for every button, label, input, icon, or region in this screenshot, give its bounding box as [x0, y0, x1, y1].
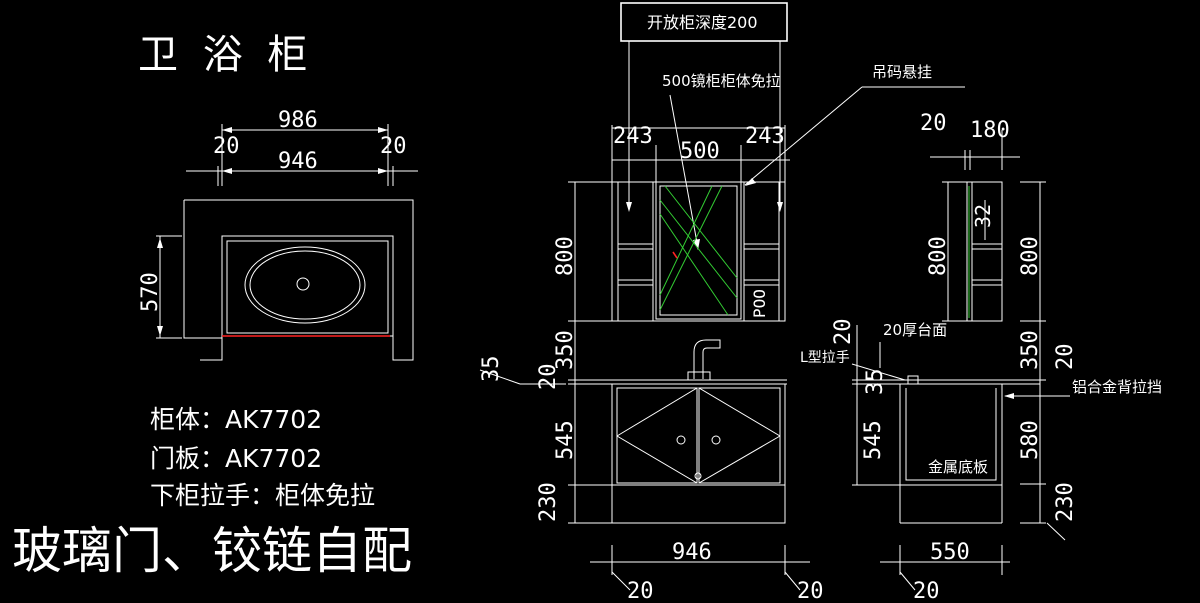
plan-dim-986: 986	[278, 108, 318, 133]
front-dim-230: 230	[536, 482, 561, 522]
label-countertop: 20厚台面	[883, 321, 947, 339]
front-elevation: 开放柜深度200 500镜柜柜体免拉 吊码悬挂 243 500 243	[479, 2, 965, 603]
side-dim-20-upper: 20	[831, 319, 856, 346]
front-dim-500: 500	[680, 139, 720, 164]
label-alu-back: 铝合金背拉挡	[1072, 378, 1162, 396]
side-dim-580: 580	[1018, 420, 1043, 460]
front-dim-545: 545	[553, 420, 578, 460]
side-dim-20-right: 20	[1053, 344, 1078, 371]
spec-cabinet-body: 柜体：AK7702	[150, 405, 322, 434]
front-dim-35: 35	[479, 356, 504, 383]
label-open-cabinet-depth: 开放柜深度200	[647, 13, 758, 32]
side-section: 20 180 32 800 800 350 20 580 230	[800, 111, 1162, 603]
label-hanging-code: 吊码悬挂	[872, 63, 932, 81]
front-dim-20: 20	[536, 364, 561, 391]
plan-view: 986 20 20 946 570	[138, 108, 418, 361]
side-dim-800-left: 800	[926, 236, 951, 276]
plan-dim-946: 946	[278, 149, 318, 174]
plan-dim-570: 570	[138, 272, 163, 312]
side-dim-20-bottom: 20	[913, 579, 940, 603]
note-glass-door-hinge: 玻璃门、铰链自配	[12, 522, 412, 580]
side-dim-800-right: 800	[1018, 236, 1043, 276]
plan-dim-20-left: 20	[213, 134, 240, 159]
front-dim-350: 350	[553, 330, 578, 370]
side-dim-35: 35	[863, 369, 888, 396]
side-dim-550: 550	[930, 540, 970, 565]
front-dim-800: 800	[553, 236, 578, 276]
front-dim-20-bottom-right: 20	[797, 579, 824, 603]
side-dim-32: 32	[971, 204, 995, 228]
label-mirror-cabinet: 500镜柜柜体免拉	[662, 72, 781, 90]
spec-door-panel: 门板：AK7702	[150, 444, 322, 473]
side-dim-350: 350	[1018, 330, 1043, 370]
spec-lower-handle: 下柜拉手：柜体免拉	[150, 481, 375, 510]
side-dim-230: 230	[1053, 482, 1078, 522]
label-l-handle: L型拉手	[800, 350, 850, 366]
plan-dim-20-right: 20	[380, 134, 407, 159]
side-dim-545: 545	[861, 420, 886, 460]
front-inner-label: POO	[750, 289, 769, 318]
front-dim-946: 946	[672, 540, 712, 565]
label-metal-bottom: 金属底板	[928, 458, 988, 476]
front-dim-20-bottom-left: 20	[627, 579, 654, 603]
side-dim-180: 180	[970, 118, 1010, 143]
drawing-title: 卫 浴 柜	[138, 32, 313, 78]
side-dim-20-top: 20	[920, 111, 947, 136]
